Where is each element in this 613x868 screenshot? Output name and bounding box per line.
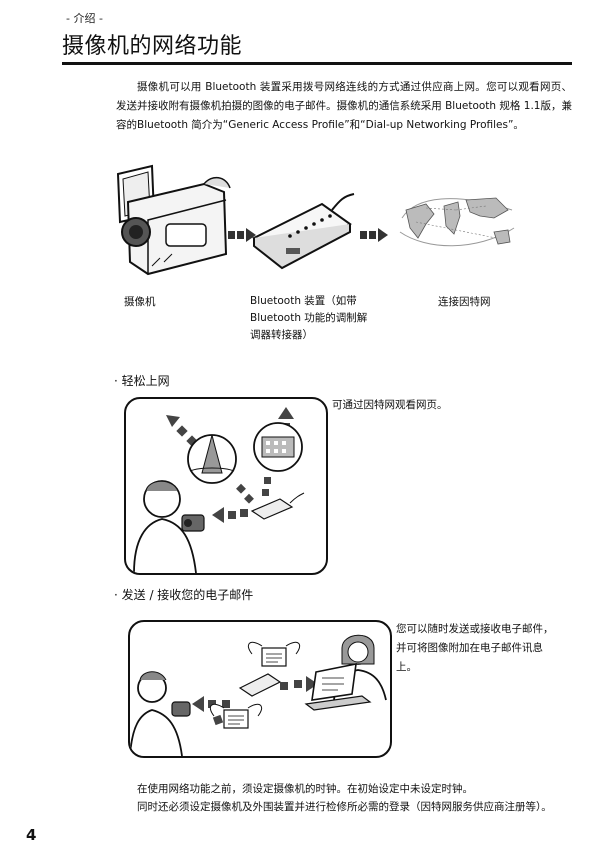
section-tag: - 介绍 -: [66, 12, 103, 25]
arrow-right-icon: [228, 228, 258, 242]
arrow-right-icon: [360, 228, 390, 242]
title-rule: [62, 62, 572, 65]
registration-note: 同时还必须设定摄像机及外围装置并进行检修所必需的登录（因特网服务供应商注册等）。: [137, 801, 552, 813]
clock-setting-note: 在使用网络功能之前，须设定摄像机的时钟。在初始设定中未设定时钟。: [137, 783, 473, 795]
world-map-illustration: [396, 188, 518, 258]
page-number: 4: [26, 826, 37, 844]
camcorder-label: 摄像机: [124, 296, 156, 308]
intro-paragraph: 摄像机可以用 Bluetooth 装置采用拨号网络连线的方式通过供应商上网。您可…: [116, 81, 572, 131]
camcorder-illustration: [108, 162, 238, 284]
browse-description: 可通过因特网观看网页。: [332, 399, 448, 411]
section-heading-email: · 发送 / 接收您的电子邮件: [114, 588, 254, 602]
page-title: 摄像机的网络功能: [62, 34, 243, 59]
email-description: 您可以随时发送或接收电子邮件， 并可将图像附加在电子邮件讯息 上。: [396, 623, 554, 673]
internet-label: 连接因特网: [438, 296, 491, 308]
email-illustration-panel: [128, 620, 392, 758]
bluetooth-device-label: Bluetooth 装置（如带 Bluetooth 功能的调制解 调器转接器）: [250, 295, 368, 341]
browse-illustration-panel: [124, 397, 328, 575]
bluetooth-device-illustration: [250, 180, 360, 270]
section-heading-browse: · 轻松上网: [114, 374, 170, 388]
